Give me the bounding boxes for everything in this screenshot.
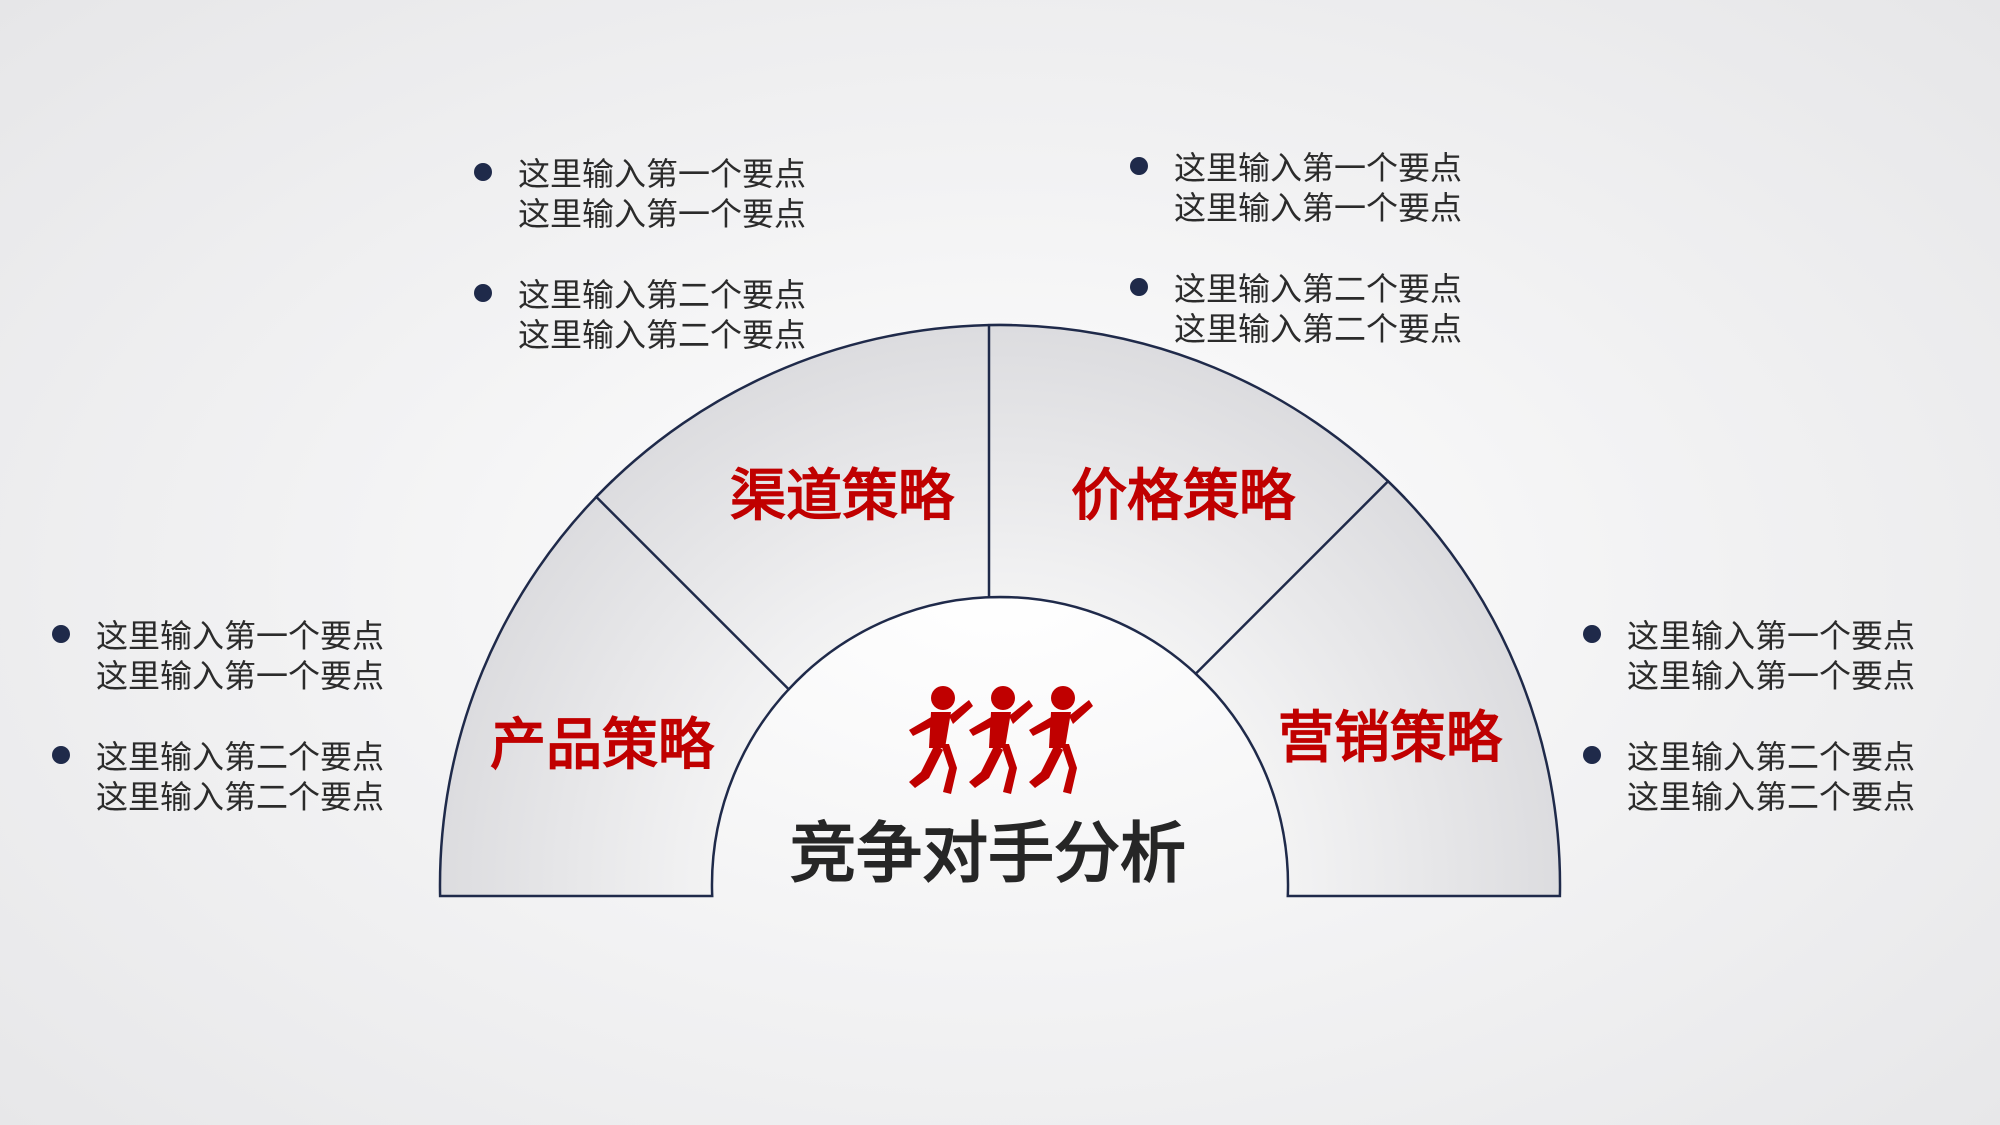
bullet-dot <box>52 746 70 764</box>
running-people-icon <box>909 686 1093 794</box>
bullet-item: 这里输入第二个要点这里输入第二个要点 <box>474 275 834 355</box>
bullet-text: 这里输入第一个要点这里输入第一个要点 <box>1627 617 1916 695</box>
bullet-item: 这里输入第二个要点这里输入第二个要点 <box>52 737 412 817</box>
note-block-marketing: 这里输入第一个要点这里输入第一个要点 这里输入第二个要点这里输入第二个要点 <box>1583 616 1943 817</box>
note-block-channel: 这里输入第一个要点这里输入第一个要点 这里输入第二个要点这里输入第二个要点 <box>474 154 834 355</box>
bullet-item: 这里输入第一个要点这里输入第一个要点 <box>1130 148 1490 228</box>
segment-label-product: 产品策略 <box>490 713 715 778</box>
segment-label-price: 价格策略 <box>1071 464 1296 529</box>
bullet-item: 这里输入第一个要点这里输入第一个要点 <box>474 154 834 234</box>
center-title: 竞争对手分析 <box>790 815 1186 892</box>
bullet-text: 这里输入第二个要点这里输入第二个要点 <box>1627 738 1916 816</box>
bullet-dot <box>474 284 492 302</box>
bullet-text: 这里输入第一个要点这里输入第一个要点 <box>518 155 807 233</box>
bullet-item: 这里输入第一个要点这里输入第一个要点 <box>1583 616 1943 696</box>
bullet-text: 这里输入第二个要点这里输入第二个要点 <box>96 738 385 816</box>
bullet-item: 这里输入第一个要点这里输入第一个要点 <box>52 616 412 696</box>
bullet-text: 这里输入第二个要点这里输入第二个要点 <box>1174 270 1463 348</box>
bullet-dot <box>1583 625 1601 643</box>
bullet-text: 这里输入第二个要点这里输入第二个要点 <box>518 276 807 354</box>
bullet-item: 这里输入第二个要点这里输入第二个要点 <box>1130 269 1490 349</box>
bullet-dot <box>1130 157 1148 175</box>
note-block-price: 这里输入第一个要点这里输入第一个要点 这里输入第二个要点这里输入第二个要点 <box>1130 148 1490 349</box>
bullet-dot <box>1583 746 1601 764</box>
bullet-item: 这里输入第二个要点这里输入第二个要点 <box>1583 737 1943 817</box>
note-block-product: 这里输入第一个要点这里输入第一个要点 这里输入第二个要点这里输入第二个要点 <box>52 616 412 817</box>
bullet-text: 这里输入第一个要点这里输入第一个要点 <box>1174 149 1463 227</box>
segment-label-marketing: 营销策略 <box>1278 706 1503 771</box>
segment-marketing[interactable] <box>1193 479 1562 898</box>
bullet-dot <box>474 163 492 181</box>
bullet-dot <box>52 625 70 643</box>
segment-label-channel: 渠道策略 <box>730 464 955 529</box>
bullet-dot <box>1130 278 1148 296</box>
segment-channel[interactable] <box>594 323 1013 692</box>
bullet-text: 这里输入第一个要点这里输入第一个要点 <box>96 617 385 695</box>
